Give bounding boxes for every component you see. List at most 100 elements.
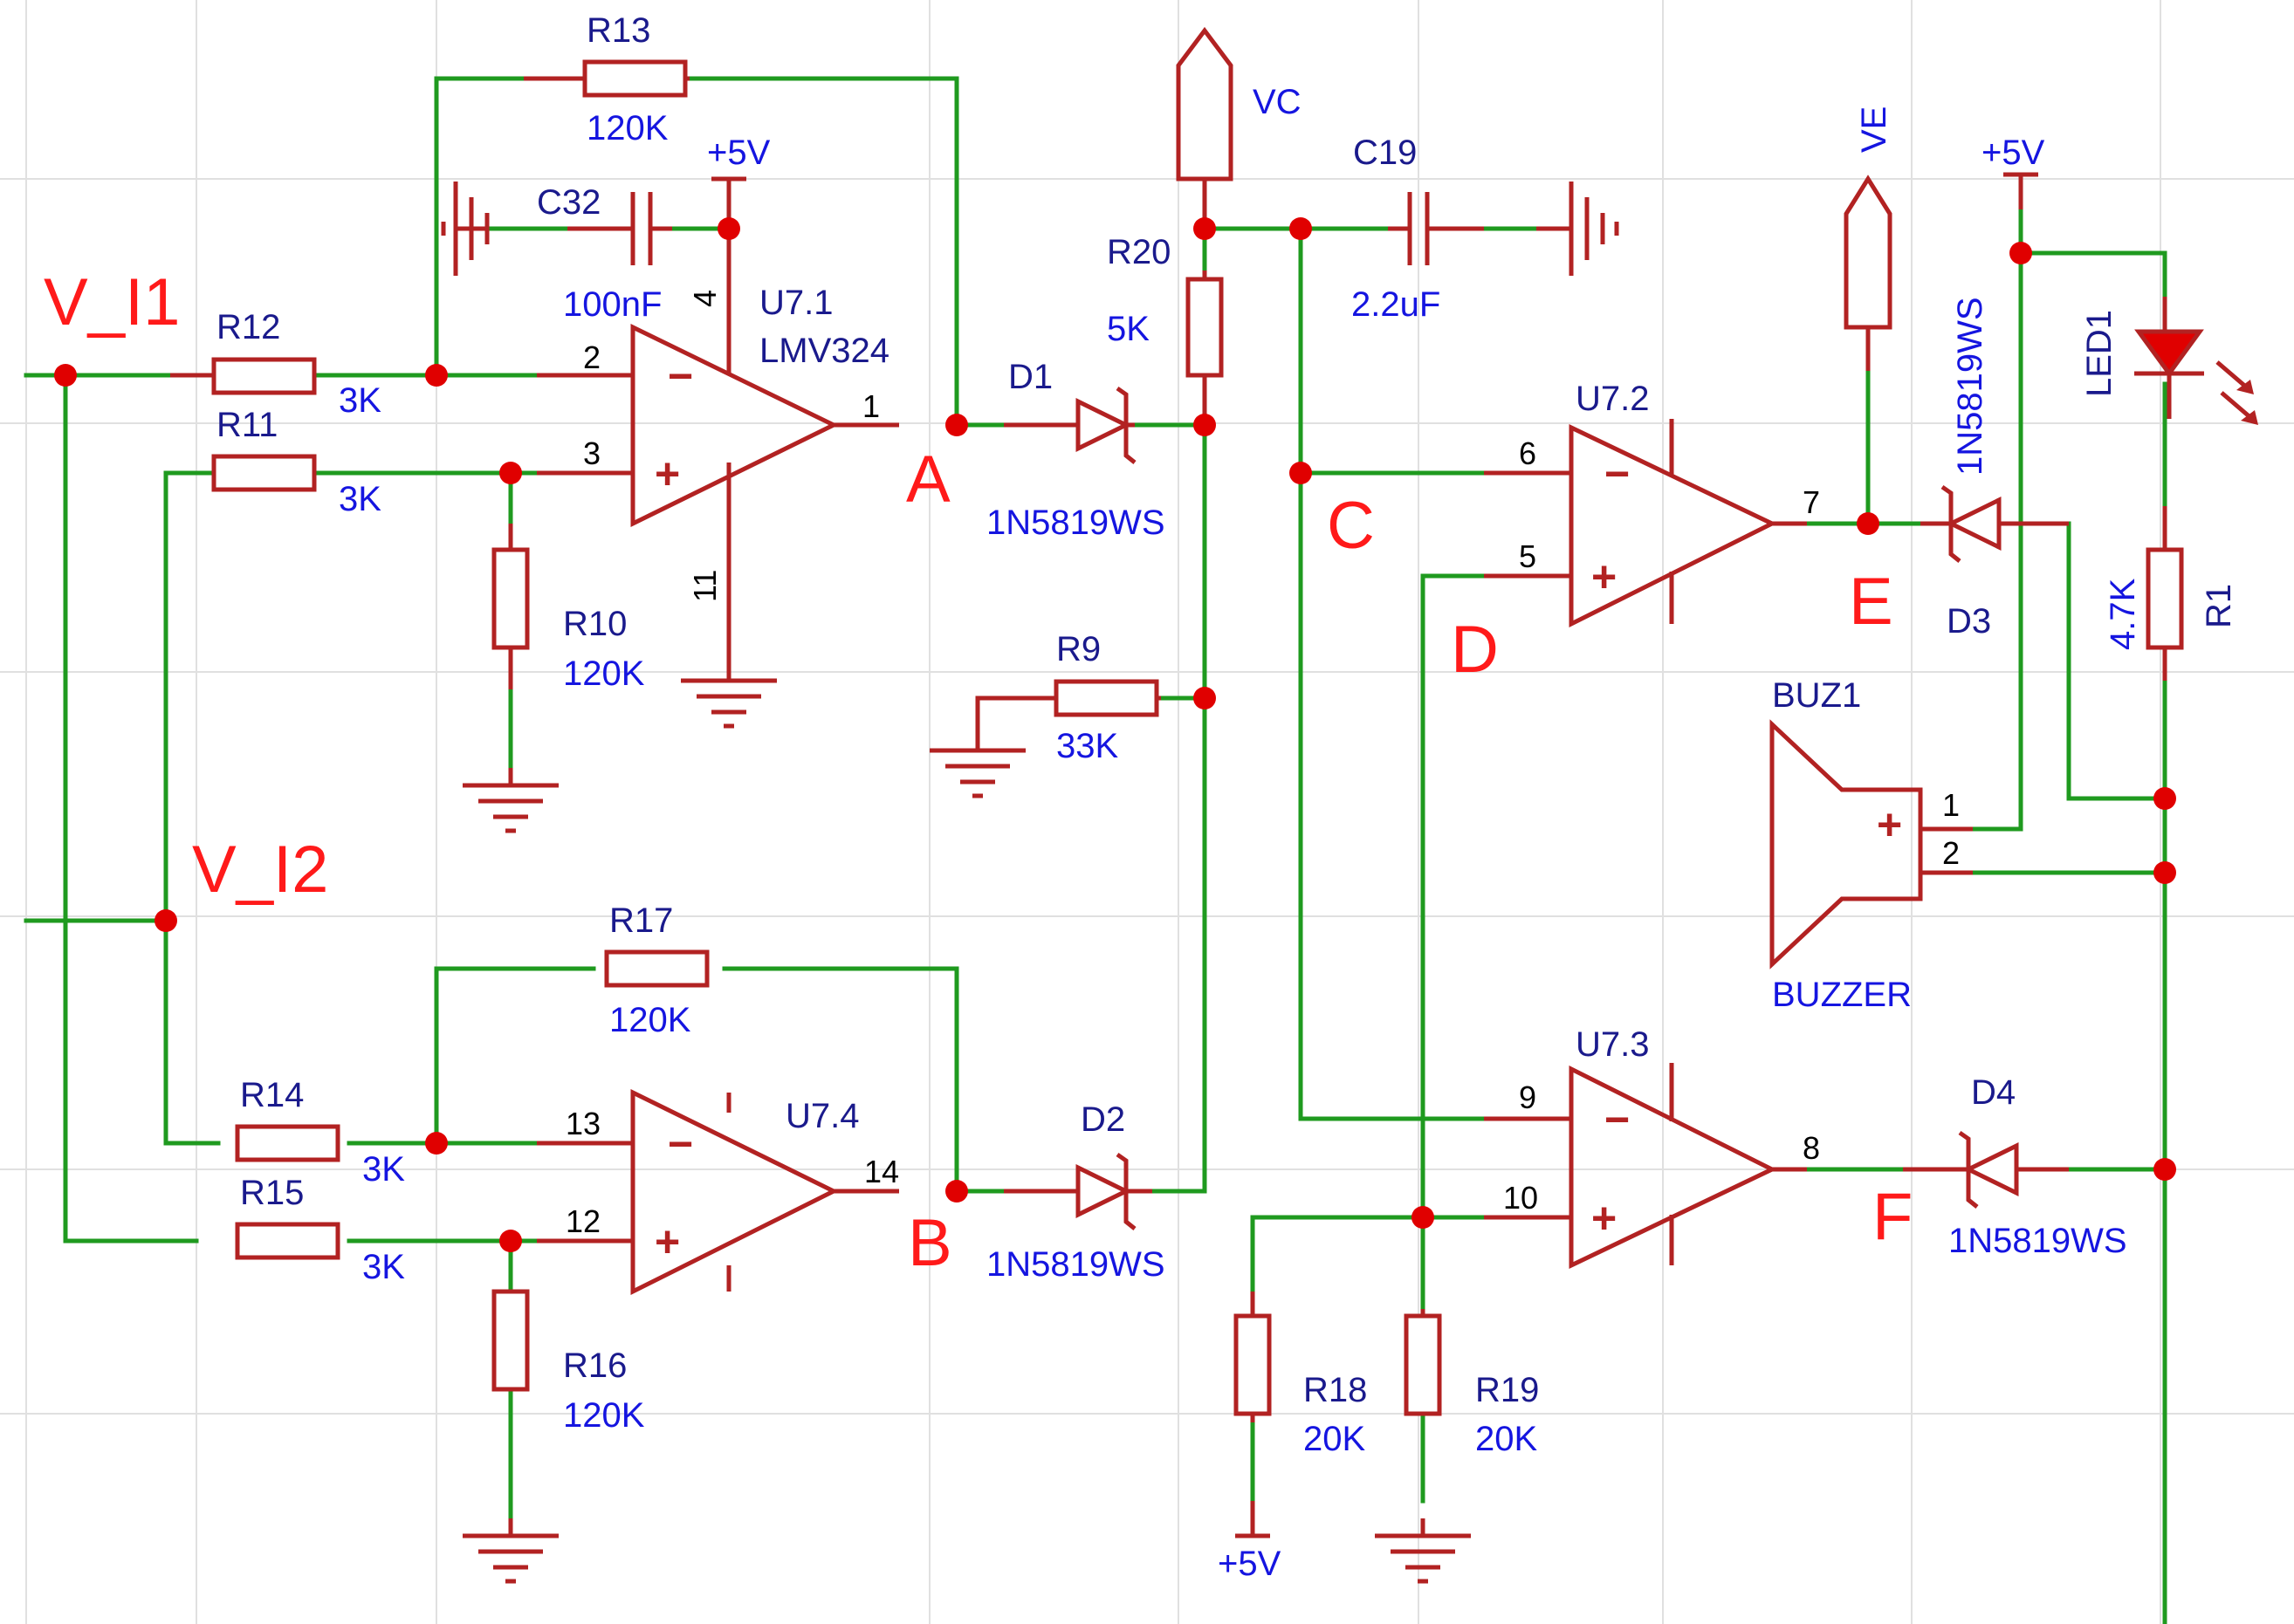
resistor-value: 3K: [362, 1248, 405, 1286]
ve-label: VE: [1855, 106, 1893, 153]
opamp-u7-1: − + 2 3 1 4 11 U7.1 LMV324: [537, 176, 899, 726]
resistor-value: 4.7K: [2104, 578, 2142, 650]
pin-inv: 13: [566, 1106, 601, 1141]
buzzer-pin: 1: [1942, 787, 1960, 823]
diode-part: 1N5819WS: [1948, 1222, 2127, 1260]
diode-part: 1N5819WS: [1951, 297, 1989, 476]
resistor-value: 120K: [587, 109, 669, 147]
resistor-r15: R15 3K: [235, 1174, 405, 1286]
resistor-r20: R20 5K: [1107, 233, 1224, 425]
resistor-value: 120K: [563, 1396, 645, 1435]
resistor-r11: R11 3K: [211, 406, 381, 518]
opamp-u7-2: − + 6 5 7 U7.2: [1484, 380, 1820, 628]
pin-out: 14: [864, 1154, 899, 1189]
resistor-value: 5K: [1107, 310, 1150, 348]
resistor-value: 3K: [339, 480, 381, 518]
resistor-ref: R15: [240, 1174, 304, 1212]
net-label-b: B: [908, 1206, 952, 1280]
minus-sign: −: [668, 352, 693, 401]
opamp-ref: U7.4: [786, 1097, 860, 1135]
resistor-r14: R14 3K: [235, 1076, 405, 1189]
opamp-part: LMV324: [759, 332, 889, 370]
opamp-ref: U7.3: [1576, 1025, 1650, 1064]
resistor-value: 120K: [609, 1001, 691, 1039]
pin-gnd: 11: [687, 570, 723, 602]
resistor-r18: R18 20K: [1233, 1292, 1367, 1538]
opamp-u7-4: − + 13 12 14 U7.4: [537, 1088, 899, 1296]
net-label-d: D: [1451, 613, 1499, 687]
opamp-ref: U7.1: [759, 284, 834, 322]
pin-vcc: 4: [687, 290, 723, 307]
ground-icon: [1375, 1518, 1471, 1581]
vc-label: VC: [1253, 83, 1302, 121]
port-ve: VE: [1844, 106, 1893, 371]
resistor-ref: R1: [2200, 584, 2238, 628]
capacitor-ref: C19: [1353, 134, 1417, 172]
buzzer-ref: BUZ1: [1772, 676, 1861, 715]
diode-part: 1N5819WS: [986, 504, 1165, 542]
resistor-value: 3K: [339, 381, 381, 420]
capacitor-value: 100nF: [563, 285, 662, 324]
resistor-r17: R17 120K: [604, 901, 710, 1039]
pin-inv: 9: [1519, 1079, 1536, 1115]
ground-icon: [463, 768, 559, 831]
plus-sign: +: [1591, 1194, 1617, 1243]
resistor-ref: R17: [609, 901, 673, 940]
net-label-a: A: [906, 442, 951, 517]
resistor-ref: R9: [1056, 630, 1101, 668]
pin-inv: 6: [1519, 435, 1536, 471]
opamp-u7-3: − + 9 10 8 U7.3: [1484, 1025, 1820, 1269]
diode-ref: D2: [1081, 1100, 1125, 1139]
ground-icon: [930, 733, 1026, 796]
pin-out: 7: [1803, 484, 1820, 520]
ground-icon: [463, 1518, 559, 1581]
diode-d3: D3 1N5819WS: [1920, 297, 2069, 641]
led-led1: LED1: [2080, 297, 2258, 425]
resistor-r9: R9 33K: [930, 630, 1161, 796]
resistor-r13: R13 120K: [524, 11, 690, 147]
resistor-ref: R20: [1107, 233, 1171, 271]
resistor-value: 20K: [1475, 1420, 1537, 1458]
vcc-label: +5V: [1218, 1545, 1281, 1583]
net-label-f: F: [1872, 1180, 1913, 1254]
resistor-r19: R19 20K: [1375, 1309, 1539, 1581]
diode-d4: D4 1N5819WS: [1903, 1073, 2127, 1260]
opamp-ref: U7.2: [1576, 380, 1650, 418]
resistor-ref: R11: [216, 406, 278, 444]
pin-noninv: 5: [1519, 538, 1536, 574]
pin-noninv: 3: [583, 435, 601, 471]
diode-part: 1N5819WS: [986, 1245, 1165, 1284]
power-vcc-bottom: +5V: [1218, 1545, 1281, 1583]
buzzer-pin: 2: [1942, 835, 1960, 871]
net-label-c: C: [1327, 489, 1375, 563]
resistor-value: 33K: [1056, 727, 1118, 765]
junctions: [54, 217, 2176, 1252]
resistor-r12: R12 3K: [170, 308, 381, 420]
resistor-ref: R10: [563, 605, 627, 643]
resistor-ref: R13: [587, 11, 650, 50]
net-label-e: E: [1849, 565, 1893, 639]
minus-sign: −: [1604, 1095, 1630, 1144]
resistor-value: 20K: [1303, 1420, 1365, 1458]
plus-sign: +: [1877, 800, 1902, 849]
buzzer-buz1: + 1 2 BUZ1 BUZZER: [1769, 676, 1973, 1014]
led-ref: LED1: [2080, 310, 2119, 397]
buzzer-part: BUZZER: [1772, 976, 1912, 1014]
vcc-label: +5V: [707, 134, 771, 172]
diode-ref: D3: [1947, 602, 1991, 641]
plus-sign: +: [1591, 552, 1617, 601]
diode-d2: D2 1N5819WS: [986, 1100, 1165, 1284]
pin-out: 8: [1803, 1130, 1820, 1166]
resistor-ref: R14: [240, 1076, 304, 1114]
capacitor-c19: C19 2.2uF: [1351, 134, 1619, 324]
capacitor-c32: C32 100nF +5V: [441, 134, 771, 324]
minus-sign: −: [668, 1120, 693, 1168]
resistor-ref: R12: [216, 308, 280, 346]
resistor-value: 3K: [362, 1150, 405, 1189]
capacitor-ref: C32: [537, 183, 601, 222]
port-vc: VC: [1176, 26, 1302, 229]
resistor-r10: R10 120K: [463, 524, 645, 831]
net-label-v-i1: V_I1: [44, 265, 180, 339]
capacitor-value: 2.2uF: [1351, 285, 1440, 324]
